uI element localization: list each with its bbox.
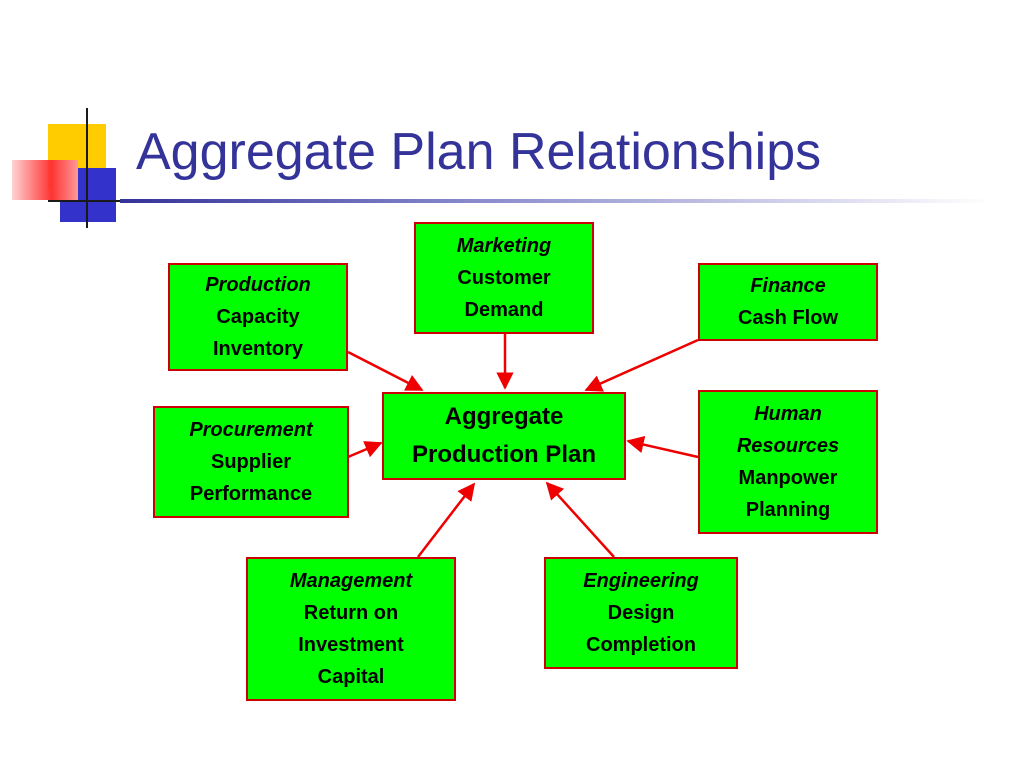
center-line: Production Plan	[411, 441, 596, 468]
production-dept-label: Production	[205, 274, 311, 296]
human-resources-line: Planning	[745, 499, 831, 521]
management-box: Management Return on Investment Capital	[246, 557, 456, 701]
arrow-procurement	[347, 441, 383, 459]
human-resources-line: Manpower	[738, 467, 838, 489]
human-resources-box: Human Resources Manpower Planning	[698, 390, 878, 534]
marketing-box: Marketing Customer Demand	[414, 222, 594, 334]
procurement-line: Performance	[189, 483, 313, 505]
management-line: Capital	[317, 666, 385, 688]
engineering-line: Design	[607, 602, 675, 624]
accent-horizontal-line	[48, 200, 128, 202]
title-underline	[120, 199, 990, 203]
engineering-dept-label: Engineering	[583, 570, 699, 592]
arrow-finance	[584, 338, 699, 392]
aggregate-production-plan-box: Aggregate Production Plan	[382, 392, 626, 480]
production-line: Inventory	[212, 338, 304, 360]
engineering-box: Engineering Design Completion	[544, 557, 738, 669]
procurement-line: Supplier	[210, 451, 291, 473]
marketing-dept-label: Marketing	[456, 235, 552, 257]
finance-line: Cash Flow	[737, 307, 838, 329]
production-line: Capacity	[216, 306, 300, 328]
arrow-human-resources	[626, 435, 699, 459]
procurement-dept-label: Procurement	[189, 419, 313, 441]
arrow-management	[417, 482, 476, 558]
red-accent-bar	[12, 160, 78, 200]
finance-dept-label: Finance	[750, 275, 826, 297]
center-line: Aggregate	[444, 403, 564, 430]
management-line: Return on	[303, 602, 399, 624]
marketing-line: Customer	[457, 267, 551, 289]
procurement-box: Procurement Supplier Performance	[153, 406, 349, 518]
arrow-production	[347, 350, 424, 392]
production-box: Production Capacity Inventory	[168, 263, 348, 371]
engineering-line: Completion	[586, 634, 696, 656]
human-resources-dept-label: Human	[754, 403, 822, 425]
management-line: Investment	[298, 634, 404, 656]
finance-box: Finance Cash Flow	[698, 263, 878, 341]
management-dept-label: Management	[289, 570, 413, 592]
slide-title: Aggregate Plan Relationships	[136, 123, 822, 181]
accent-vertical-line	[86, 108, 88, 228]
human-resources-dept-label: Resources	[736, 435, 840, 457]
arrow-engineering	[545, 481, 615, 558]
marketing-line: Demand	[464, 299, 544, 321]
